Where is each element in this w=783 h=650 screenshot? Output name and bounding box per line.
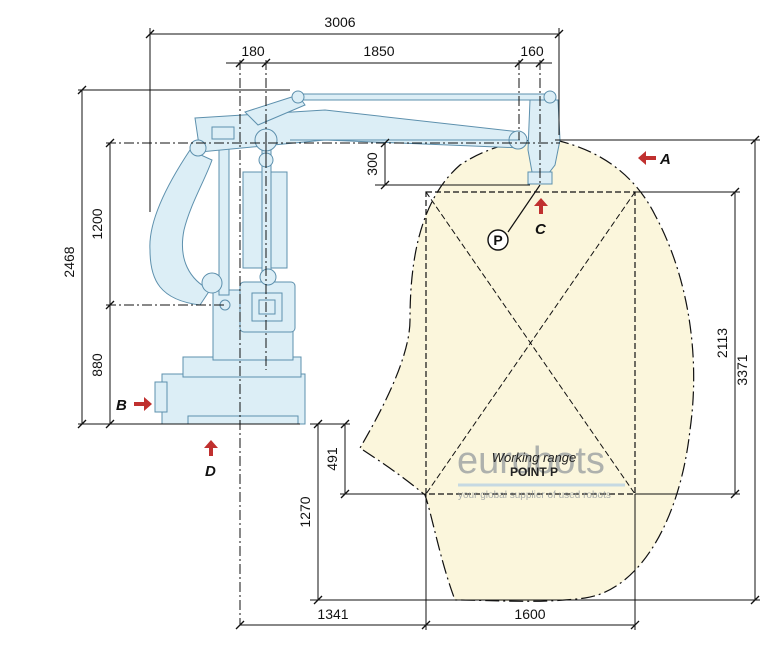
watermark-logo: eurobots your global supplier of used ro…	[457, 440, 625, 501]
view-arrow-b: B	[116, 397, 152, 414]
dim-range-3371: 3371	[734, 354, 750, 385]
dim-offset-180: 180	[241, 43, 265, 59]
dim-range-1600: 1600	[514, 606, 545, 622]
point-p-marker: P	[487, 184, 541, 251]
dimension-ticks	[77, 29, 760, 630]
dim-reach-1341: 1341	[317, 606, 348, 622]
view-arrow-a: A	[638, 151, 671, 168]
dim-height-2468: 2468	[61, 246, 77, 277]
view-arrow-d: D	[204, 440, 218, 480]
centre-lines	[106, 60, 560, 625]
svg-text:your global supplier of used r: your global supplier of used robots	[458, 490, 611, 501]
svg-text:P: P	[493, 232, 502, 248]
dimension-lines	[81, 33, 756, 626]
svg-text:B: B	[116, 397, 127, 414]
dim-range-2113: 2113	[714, 328, 730, 358]
dim-arm-1850: 1850	[363, 43, 394, 59]
dim-below-1270: 1270	[297, 496, 313, 527]
robot-upper-arm	[194, 109, 523, 153]
extension-lines	[78, 28, 760, 630]
svg-text:D: D	[205, 463, 216, 480]
dim-drop-300: 300	[364, 152, 380, 176]
dim-overall-width: 3006	[324, 14, 355, 30]
working-range-point: POINT P	[510, 465, 558, 479]
svg-text:eurobots: eurobots	[457, 440, 605, 482]
dim-height-880: 880	[89, 353, 105, 377]
svg-text:A: A	[659, 151, 671, 168]
dim-below-491: 491	[324, 447, 340, 471]
point-p-range-box	[425, 191, 636, 495]
robot-parallel-link	[296, 93, 551, 101]
dim-height-1200: 1200	[89, 208, 105, 239]
view-arrow-c: C	[534, 198, 548, 238]
svg-text:C: C	[535, 221, 547, 238]
dim-offset-160: 160	[520, 43, 544, 59]
working-range-envelope	[359, 139, 695, 602]
robot-drawing	[149, 90, 561, 425]
working-range-title: Working range	[492, 450, 577, 465]
